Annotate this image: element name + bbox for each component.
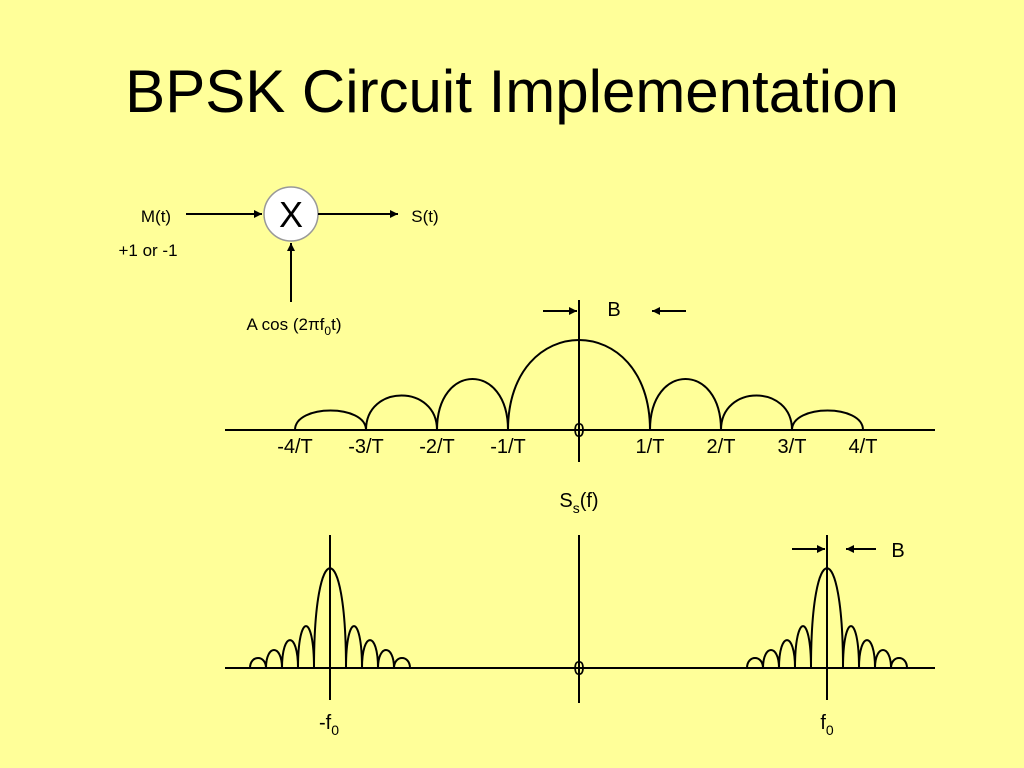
neg-sidelobe-left-4 bbox=[249, 657, 267, 669]
passband-bandwidth-label: B bbox=[891, 540, 904, 562]
pos-sidelobe-right-4 bbox=[890, 657, 908, 669]
baseband-tick-labels: -4/T -3/T -2/T -1/T 0 1/T 2/T 3/T 4/T bbox=[277, 420, 877, 458]
neg-sidelobe-right-1 bbox=[345, 625, 363, 669]
carrier-label: A cos (2πf0t) bbox=[247, 315, 342, 338]
pi-symbol: π bbox=[308, 315, 320, 334]
baseband-tick-label: -4/T bbox=[277, 436, 313, 458]
neg-carrier-spectrum bbox=[249, 567, 411, 669]
input-label: M(t) bbox=[141, 207, 171, 226]
baseband-tick-label: -1/T bbox=[490, 436, 526, 458]
pos-sidelobe-right-2 bbox=[858, 639, 876, 669]
input-values-label: +1 or -1 bbox=[118, 241, 177, 260]
baseband-sidelobe-right-2 bbox=[720, 394, 793, 431]
pos-sidelobe-right-3 bbox=[874, 649, 892, 669]
baseband-main-lobe bbox=[507, 339, 651, 431]
slide-title: BPSK Circuit Implementation bbox=[125, 58, 899, 125]
mixer-symbol: X bbox=[279, 194, 303, 235]
passband-origin-label: 0 bbox=[573, 658, 584, 680]
neg-sidelobe-left-1 bbox=[297, 625, 315, 669]
pos-carrier-spectrum bbox=[746, 567, 908, 669]
baseband-tick-label: 2/T bbox=[707, 436, 736, 458]
neg-sidelobe-left-2 bbox=[281, 639, 299, 669]
baseband-sidelobe-left-2 bbox=[365, 394, 438, 431]
baseband-spectrum: B -4/T -3/T -2/T -1/T 0 1/T 2/T 3/T 4/T bbox=[225, 299, 935, 462]
baseband-sidelobe-right-1 bbox=[649, 378, 722, 431]
neg-sidelobe-right-3 bbox=[377, 649, 395, 669]
pos-sidelobe-left-3 bbox=[762, 649, 780, 669]
baseband-tick-label: 0 bbox=[573, 420, 584, 442]
baseband-sidelobe-left-3 bbox=[294, 409, 367, 431]
baseband-sidelobe-right-3 bbox=[791, 409, 864, 431]
baseband-tick-label: 4/T bbox=[849, 436, 878, 458]
bandwidth-label: B bbox=[607, 299, 620, 321]
output-label: S(t) bbox=[411, 207, 438, 226]
baseband-tick-label: -3/T bbox=[348, 436, 384, 458]
pos-main-lobe bbox=[810, 567, 844, 669]
pos-sidelobe-left-4 bbox=[746, 657, 764, 669]
baseband-tick-label: 3/T bbox=[778, 436, 807, 458]
passband-spectrum: Ss(f) 0 B -f0 f0 bbox=[225, 490, 935, 738]
neg-main-lobe bbox=[313, 567, 347, 669]
pos-sidelobe-left-2 bbox=[778, 639, 796, 669]
neg-sidelobe-right-4 bbox=[393, 657, 411, 669]
neg-carrier-label: -f0 bbox=[319, 712, 339, 738]
baseband-sidelobe-left-1 bbox=[436, 378, 509, 431]
pos-sidelobe-left-1 bbox=[794, 625, 812, 669]
neg-sidelobe-right-2 bbox=[361, 639, 379, 669]
baseband-tick-label: 1/T bbox=[636, 436, 665, 458]
neg-sidelobe-left-3 bbox=[265, 649, 283, 669]
baseband-tick-label: -2/T bbox=[419, 436, 455, 458]
passband-ylabel: Ss(f) bbox=[559, 490, 598, 516]
pos-sidelobe-right-1 bbox=[842, 625, 860, 669]
block-diagram: M(t) +1 or -1 X S(t) A cos (2πf0t) bbox=[118, 186, 439, 338]
pos-carrier-label: f0 bbox=[820, 712, 834, 738]
